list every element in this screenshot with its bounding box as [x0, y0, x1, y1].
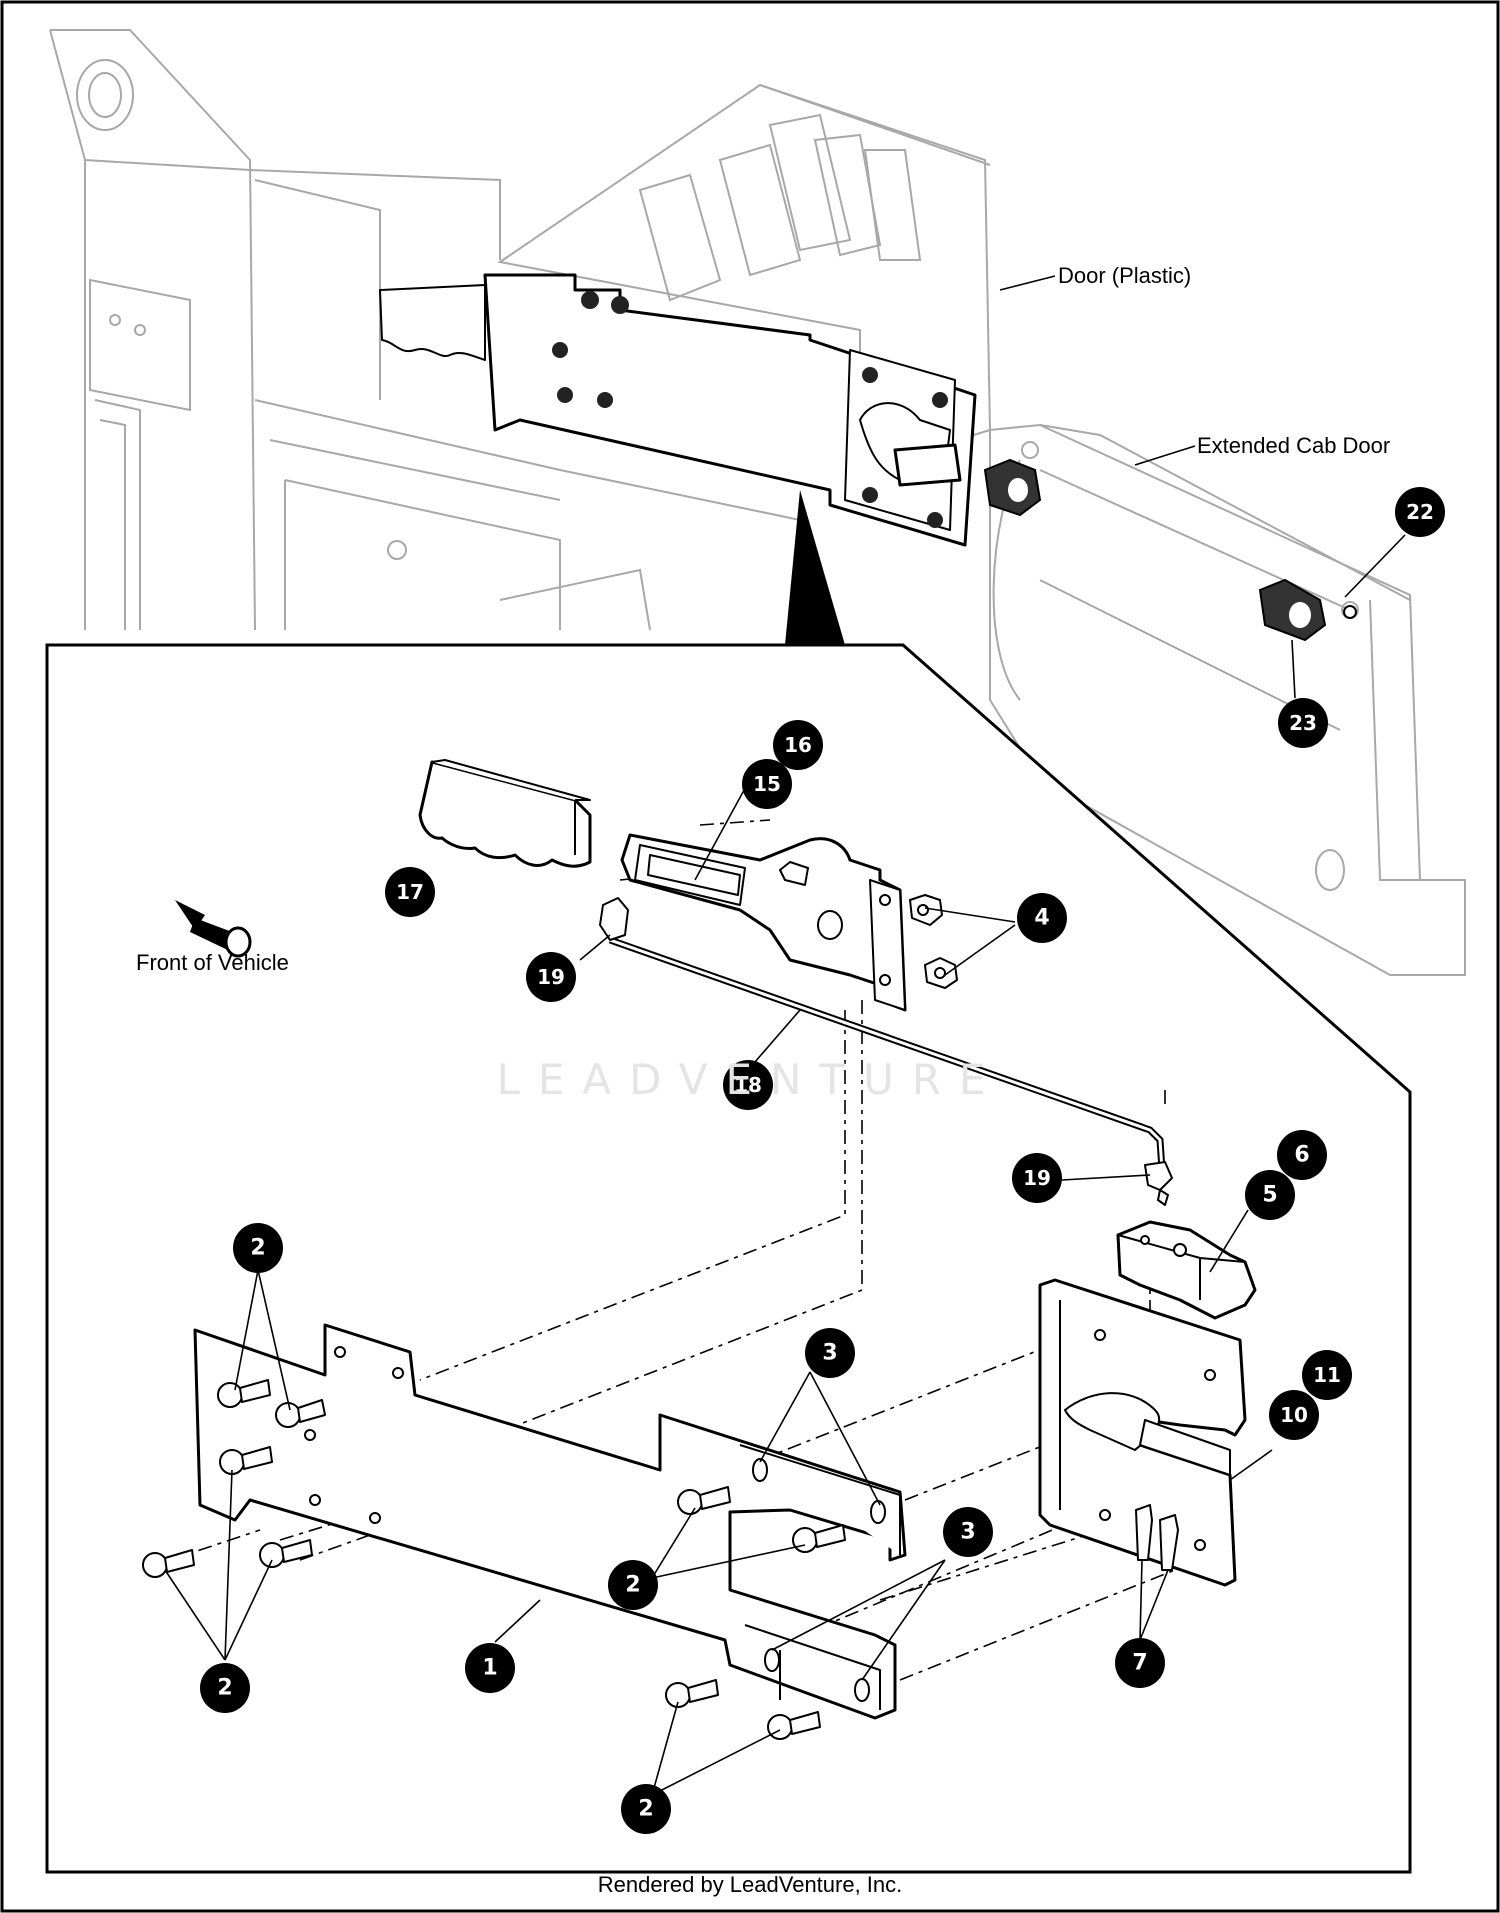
front-arrow-icon: [175, 900, 252, 958]
svg-text:2: 2: [638, 1797, 653, 1822]
callout-17[interactable]: 17: [385, 867, 435, 917]
callout-15[interactable]: 15: [742, 759, 792, 809]
svg-text:19: 19: [537, 965, 565, 989]
svg-text:7: 7: [1132, 1651, 1147, 1676]
rod-part: [608, 936, 1166, 1171]
callout-19-right[interactable]: 19: [1012, 1153, 1062, 1203]
svg-text:17: 17: [396, 880, 424, 904]
svg-text:2: 2: [625, 1573, 640, 1598]
svg-text:15: 15: [753, 772, 781, 796]
label-door-plastic: Door (Plastic): [1058, 263, 1191, 288]
svg-text:11: 11: [1313, 1363, 1341, 1387]
screw: [275, 1399, 326, 1428]
callout-3-lower[interactable]: 3: [943, 1507, 993, 1557]
callout-1[interactable]: 1: [465, 1643, 515, 1693]
top-latch-assembly: [379, 273, 1357, 642]
callout-6[interactable]: 6: [1277, 1130, 1327, 1180]
svg-text:22: 22: [1406, 500, 1434, 524]
clip-parts: [599, 897, 1173, 1206]
leader-lines: [164, 275, 1406, 1796]
slide-plate-part: [620, 833, 907, 1012]
callout-3-upper[interactable]: 3: [805, 1328, 855, 1378]
svg-text:5: 5: [1262, 1183, 1277, 1208]
screw: [677, 1486, 731, 1515]
callout-22[interactable]: 22: [1395, 487, 1445, 537]
svg-text:23: 23: [1289, 711, 1317, 735]
callout-23[interactable]: 23: [1278, 698, 1328, 748]
callout-2-lower-left[interactable]: 2: [200, 1663, 250, 1713]
svg-text:1: 1: [482, 1656, 497, 1681]
screw: [219, 1446, 273, 1475]
callout-5[interactable]: 5: [1245, 1170, 1295, 1220]
striker-bolts: [1135, 1504, 1179, 1571]
latch-part: [1116, 1220, 1257, 1320]
callout-16[interactable]: 16: [773, 720, 823, 770]
callout-19-top[interactable]: 19: [526, 952, 576, 1002]
svg-text:3: 3: [960, 1520, 975, 1545]
label-front-of-vehicle: Front of Vehicle: [136, 950, 289, 975]
label-extended-cab-door: Extended Cab Door: [1197, 433, 1390, 458]
striker-bracket-part: [1038, 1278, 1247, 1587]
detail-frame: [45, 643, 1412, 1874]
svg-text:6: 6: [1294, 1143, 1309, 1168]
render-credit: Rendered by LeadVenture, Inc.: [597, 1872, 903, 1897]
callout-4[interactable]: 4: [1017, 893, 1067, 943]
callout-11[interactable]: 11: [1302, 1350, 1352, 1400]
svg-text:3: 3: [822, 1341, 837, 1366]
svg-text:19: 19: [1023, 1166, 1051, 1190]
svg-text:10: 10: [1280, 1403, 1308, 1427]
screw: [665, 1679, 719, 1708]
callout-2-bottom[interactable]: 2: [621, 1784, 671, 1834]
handle-part: [418, 759, 592, 868]
callout-2-middle[interactable]: 2: [608, 1560, 658, 1610]
svg-text:16: 16: [784, 733, 812, 757]
screw: [259, 1539, 313, 1568]
screw: [142, 1549, 195, 1578]
svg-text:2: 2: [217, 1676, 232, 1701]
detail-pointer: [785, 490, 845, 645]
callout-2-upper-left[interactable]: 2: [233, 1223, 283, 1273]
svg-text:4: 4: [1034, 906, 1049, 931]
nut-parts: [909, 894, 958, 989]
callout-10[interactable]: 10: [1269, 1390, 1319, 1440]
svg-text:2: 2: [250, 1236, 265, 1261]
callout-7[interactable]: 7: [1115, 1638, 1165, 1688]
callout-18[interactable]: 18: [723, 1060, 773, 1110]
svg-text:18: 18: [734, 1073, 762, 1097]
watermark: LEADVENTURE: [496, 1055, 1004, 1104]
